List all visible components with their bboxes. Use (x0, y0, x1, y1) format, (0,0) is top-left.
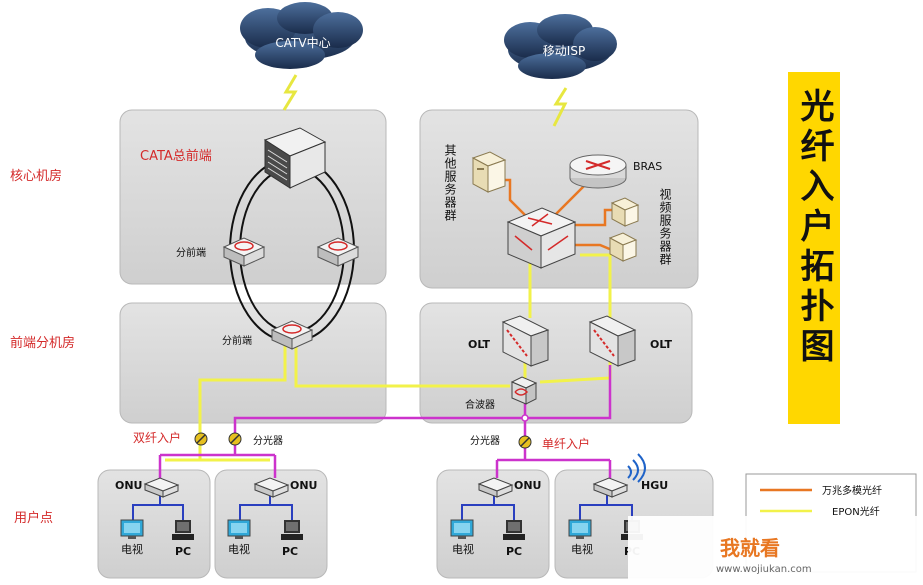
legend-item-label: EPON光纤 (832, 505, 880, 518)
cloud-catv-label: CATV中心 (275, 35, 330, 50)
hgu-label: HGU (641, 479, 668, 492)
watermark: 我就看 www.wojiukan.com (628, 516, 918, 580)
onu-icon (253, 477, 290, 498)
lightning-icon (282, 74, 298, 111)
onu-icon (143, 477, 180, 498)
splitter-icon (194, 432, 208, 446)
tv-icon (120, 519, 144, 539)
blue-links (132, 495, 633, 522)
split-front-node-icon (316, 237, 360, 267)
zone-label-core: 核心机房 (10, 168, 62, 184)
watermark-url: www.wojiukan.com (716, 564, 812, 575)
legend-item-label: 万兆多模光纤 (822, 484, 882, 497)
single-fiber-label: 单纤入户 (542, 436, 590, 451)
dual-fiber-label: 双纤入户 (133, 430, 181, 445)
zone-label-user: 用户点 (14, 510, 53, 526)
pc-icon (503, 520, 525, 540)
headend-label: CATA总前端 (140, 148, 212, 164)
splitter-label: 分光器 (253, 434, 283, 447)
server-icon (610, 197, 640, 227)
tv-icon (568, 519, 592, 539)
onu-label: ONU (115, 479, 143, 492)
olt-icon (588, 315, 637, 367)
splitter-icon (228, 432, 242, 446)
server-icon (608, 232, 638, 262)
lightning-icon (552, 87, 568, 127)
cloud-catv: CATV中心 (240, 2, 363, 69)
split-front-label: 分前端 (222, 334, 252, 347)
title-panel (788, 72, 840, 424)
olt-icon (501, 315, 550, 367)
zone-user-2 (214, 469, 328, 579)
splitter-label: 分光器 (470, 434, 500, 447)
onu-label: ONU (514, 479, 542, 492)
splitter-icon (518, 435, 532, 449)
tv-label: 电视 (121, 542, 143, 556)
core-switch-icon (506, 207, 577, 269)
pc-label: PC (506, 545, 522, 558)
tv-label: 电视 (228, 542, 250, 556)
pc-label: PC (282, 545, 298, 558)
pc-icon (172, 520, 194, 540)
zone-user-1 (97, 469, 211, 579)
headend-server-icon (263, 127, 327, 189)
combiner-label: 合波器 (465, 398, 495, 411)
junction-dot (521, 414, 529, 422)
hgu-icon (592, 477, 629, 498)
diagram-title: 光纤入户拓扑图 (794, 88, 834, 368)
olt-left-label: OLT (468, 338, 491, 351)
cloud-isp: 移动ISP (504, 14, 617, 79)
tv-icon (450, 519, 474, 539)
wifi-icon (627, 453, 646, 483)
tv-label: 电视 (452, 542, 474, 556)
onu-label: ONU (290, 479, 318, 492)
onu-icon (477, 477, 514, 498)
bras-label: BRAS (633, 160, 662, 173)
pc-icon (281, 520, 303, 540)
zone-front-right (419, 302, 693, 424)
other-servers-label: 其他服务器群 (443, 144, 457, 222)
zone-user-3 (436, 469, 550, 579)
router-icon (569, 154, 627, 189)
split-front-node-icon (270, 320, 314, 350)
watermark-brand: 我就看 (720, 536, 780, 560)
zone-label-front: 前端分机房 (10, 335, 75, 351)
video-servers-label: 视频服务器群 (658, 187, 672, 266)
cloud-isp-label: 移动ISP (543, 44, 585, 58)
olt-right-label: OLT (650, 338, 673, 351)
split-front-label: 分前端 (176, 246, 206, 259)
split-front-node-icon (222, 237, 266, 267)
tv-icon (227, 519, 251, 539)
pc-label: PC (175, 545, 191, 558)
server-icon (471, 151, 507, 193)
tv-label: 电视 (571, 542, 593, 556)
zone-core-right (419, 109, 699, 289)
combiner-icon (510, 376, 538, 405)
